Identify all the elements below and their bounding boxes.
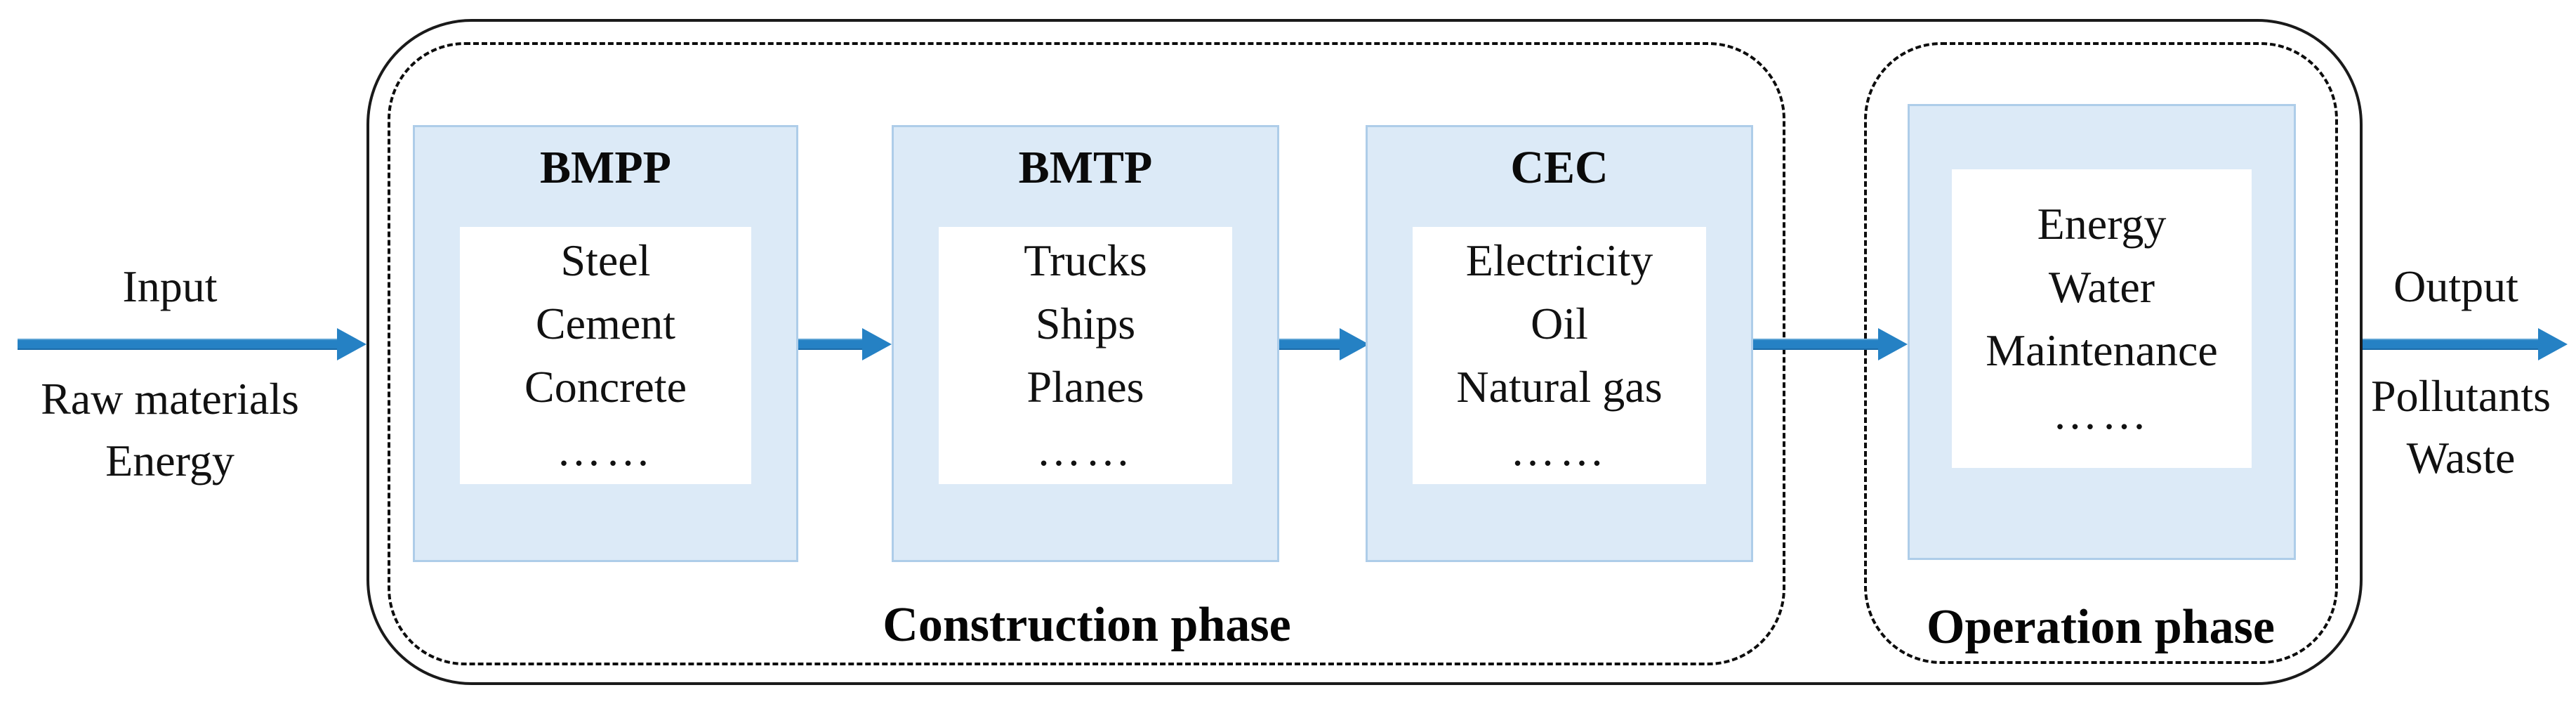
cec-title: CEC <box>1510 142 1609 193</box>
bmtp-item-ellipsis: …… <box>1036 425 1135 475</box>
operation-phase-rect <box>1864 42 2338 664</box>
cec-item-1: Electricity <box>1465 235 1653 285</box>
input-item-2: Energy <box>105 436 235 485</box>
bmtp-item-3: Planes <box>1026 362 1144 412</box>
arrow-head <box>862 328 892 360</box>
bmpp-title: BMPP <box>540 142 671 193</box>
bmtp-title: BMTP <box>1018 142 1153 193</box>
output-item-1: Pollutants <box>2370 371 2551 421</box>
input-arrow <box>18 327 366 361</box>
arrow-shaft <box>1753 339 1881 350</box>
bmpp-item-ellipsis: …… <box>556 425 655 475</box>
output-item-2: Waste <box>2406 433 2516 483</box>
bmpp-box: BMPP Steel Cement Concrete …… <box>413 125 798 562</box>
cec-item-3: Natural gas <box>1456 362 1663 412</box>
cec-item-2: Oil <box>1531 299 1588 348</box>
operation-item-2: Water <box>2048 261 2155 312</box>
operation-item-3: Maintenance <box>1986 325 2218 375</box>
output-arrow-head <box>2538 328 2568 360</box>
construction-phase-label: Construction phase <box>883 598 1291 652</box>
bmpp-item-1: Steel <box>560 235 651 285</box>
output-label: Output <box>2393 261 2518 311</box>
system-boundary-rect <box>366 19 2363 685</box>
arrow-shaft <box>798 339 865 350</box>
operation-item-ellipsis: …… <box>2052 388 2151 438</box>
bmpp-item-3: Concrete <box>524 362 687 412</box>
operation-box: Energy Water Maintenance …… <box>1908 104 2296 560</box>
arrow-head <box>1878 328 1908 360</box>
input-item-1: Raw materials <box>41 374 299 424</box>
bmtp-item-2: Ships <box>1035 299 1136 348</box>
bmpp-items: Steel Cement Concrete …… <box>460 227 751 484</box>
bmtp-item-1: Trucks <box>1024 235 1147 285</box>
arrow-head <box>1340 328 1369 360</box>
operation-phase-label: Operation phase <box>1927 600 2275 654</box>
cec-item-ellipsis: …… <box>1510 425 1609 475</box>
construction-phase-rect <box>388 42 1785 665</box>
bmpp-item-2: Cement <box>535 299 676 348</box>
output-arrow-shaft <box>2363 339 2541 350</box>
input-label: Input <box>122 261 218 311</box>
input-arrow-shaft <box>18 339 340 350</box>
cec-box: CEC Electricity Oil Natural gas …… <box>1366 125 1753 562</box>
operation-item-1: Energy <box>2037 198 2167 249</box>
input-arrow-head <box>337 328 366 360</box>
arrow-bmtp-to-cec <box>1279 327 1369 361</box>
input-items: Raw materials Energy <box>41 368 299 492</box>
output-arrow <box>2363 327 2568 361</box>
arrow-construction-to-operation <box>1753 327 1908 361</box>
bmtp-box: BMTP Trucks Ships Planes …… <box>892 125 1279 562</box>
arrow-shaft <box>1279 339 1342 350</box>
cec-items: Electricity Oil Natural gas …… <box>1413 227 1706 484</box>
output-items: Pollutants Waste <box>2371 365 2551 489</box>
operation-items: Energy Water Maintenance …… <box>1952 169 2252 468</box>
arrow-bmpp-to-bmtp <box>798 327 892 361</box>
bmtp-items: Trucks Ships Planes …… <box>939 227 1232 484</box>
